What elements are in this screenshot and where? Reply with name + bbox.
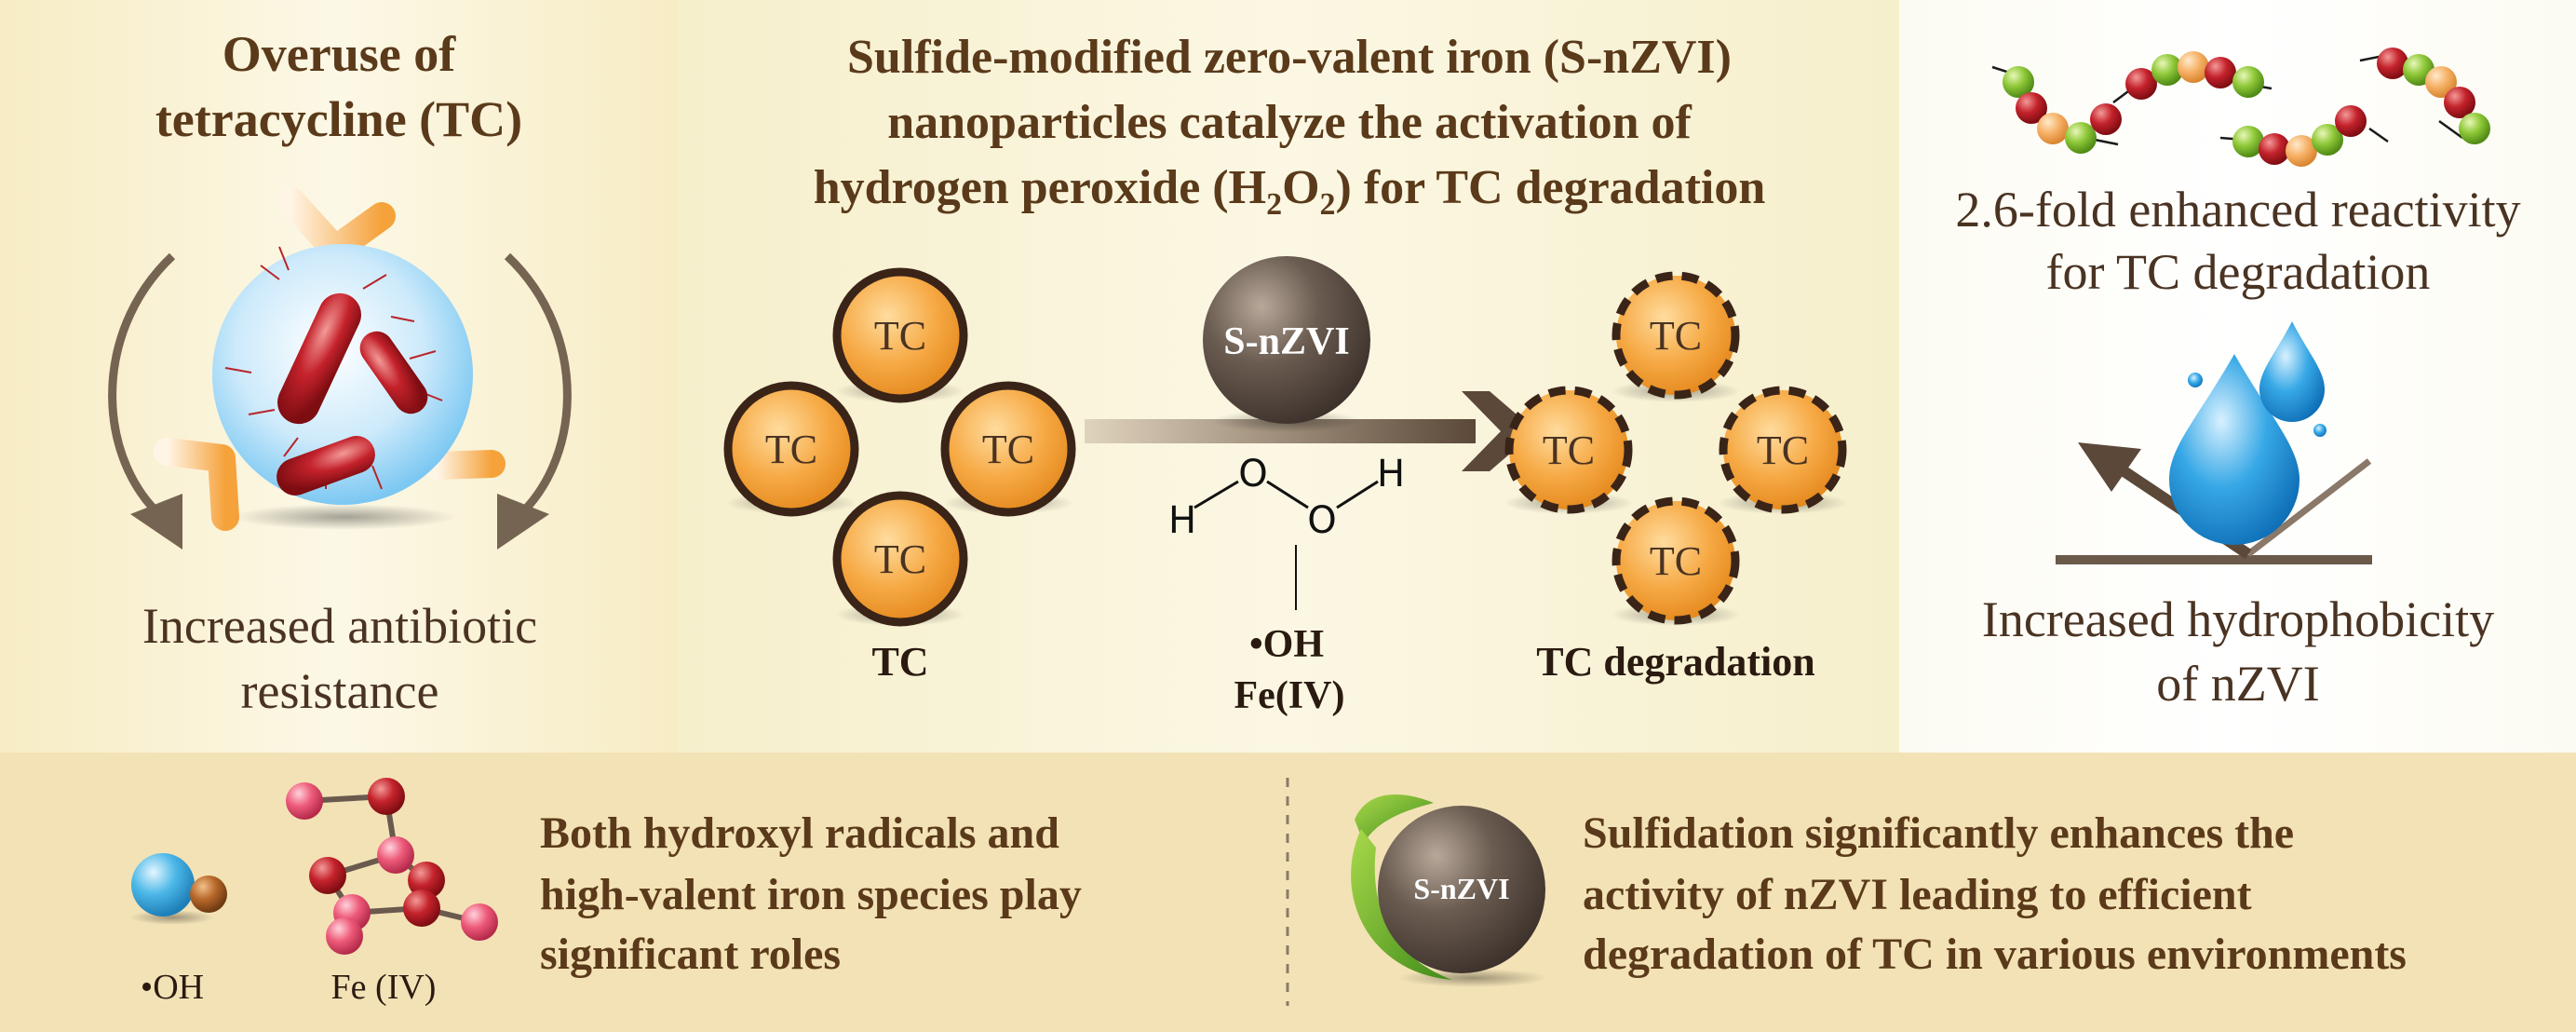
svg-text:H: H (1168, 499, 1196, 542)
tc-molecule-label: TC (765, 427, 817, 472)
left-caption-line-1: Increased antibiotic (142, 598, 537, 654)
molecule-chains-illustration (1991, 48, 2490, 167)
right-top-line-1: 2.6-fold enhanced reactivity (1955, 182, 2520, 238)
tc-molecule (832, 267, 968, 403)
right-bottom-line-2: of nZVI (2156, 656, 2319, 712)
tc-degraded-label: TC (1650, 538, 1702, 584)
tc-molecule-group-left: TC TC TC TC (723, 267, 1076, 627)
tc-degraded (1612, 271, 1740, 400)
s-nzvi-catalyst (1203, 256, 1370, 424)
bottom-right-text-line-1: Sulfidation significantly enhances the (1583, 808, 2294, 858)
reactive-species-oh: •OH (1249, 623, 1324, 666)
tc-degraded (1612, 496, 1740, 625)
svg-text:H: H (1377, 453, 1405, 496)
tc-degradation-label: TC degradation (1536, 639, 1814, 685)
hydrophobicity-illustration (2056, 321, 2372, 564)
tc-degraded (1504, 386, 1633, 514)
left-title-line-1: Overuse of (223, 26, 456, 82)
tc-molecule-group-right: TC TC TC TC (1504, 271, 1848, 626)
green-s-nzvi-icon-label: S-nZVI (1413, 872, 1509, 905)
center-title-line-2: nanoparticles catalyze the activation of (887, 96, 1692, 149)
legend-oh: •OH (141, 968, 204, 1007)
center-title-line-3: hydrogen peroxide (H2O2) for TC degradat… (814, 161, 1766, 222)
tc-group-label: TC (871, 639, 928, 685)
tc-molecule-label: TC (874, 536, 926, 582)
tc-degraded-label: TC (1757, 428, 1809, 473)
left-title-line-2: tetracycline (TC) (155, 91, 522, 147)
bottom-right-text-line-3: degradation of TC in various environment… (1583, 930, 2407, 979)
tc-molecule (832, 491, 968, 627)
center-title-line-1: Sulfide-modified zero-valent iron (S-nZV… (847, 31, 1732, 84)
left-caption-line-2: resistance (241, 663, 439, 719)
right-top-line-2: for TC degradation (2046, 244, 2431, 300)
hydrogen-peroxide-molecule: H O O H (1168, 453, 1405, 610)
tc-molecule (940, 381, 1076, 517)
oh-radical-icon (130, 853, 227, 925)
s-nzvi-catalyst-label: S-nZVI (1223, 320, 1349, 363)
tc-molecule-label: TC (982, 427, 1034, 472)
right-bottom-line-1: Increased hydrophobicity (1982, 591, 2494, 647)
bottom-right-text-line-2: activity of nZVI leading to efficient (1583, 870, 2252, 919)
green-s-nzvi-icon: S-nZVI (1351, 794, 1547, 987)
tc-degraded-label: TC (1650, 313, 1702, 359)
legend-fe-iv: Fe (IV) (331, 968, 437, 1007)
reactive-species-fe-iv: Fe(IV) (1234, 674, 1345, 717)
tc-degraded (1719, 386, 1847, 514)
bottom-left-text-line-1: Both hydroxyl radicals and (540, 808, 1059, 858)
bottom-left-text-line-2: high-valent iron species play (540, 870, 1082, 919)
bacteria-bubble (212, 244, 473, 505)
tc-molecule-label: TC (874, 313, 926, 359)
tc-degraded-label: TC (1543, 428, 1595, 473)
tc-molecule (723, 381, 859, 517)
fe-iv-cluster-icon (286, 778, 498, 955)
antibiotic-bacteria-illustration (108, 186, 572, 550)
svg-text:O: O (1307, 499, 1336, 542)
svg-text:O: O (1238, 453, 1267, 496)
bottom-left-text-line-3: significant roles (540, 930, 841, 979)
